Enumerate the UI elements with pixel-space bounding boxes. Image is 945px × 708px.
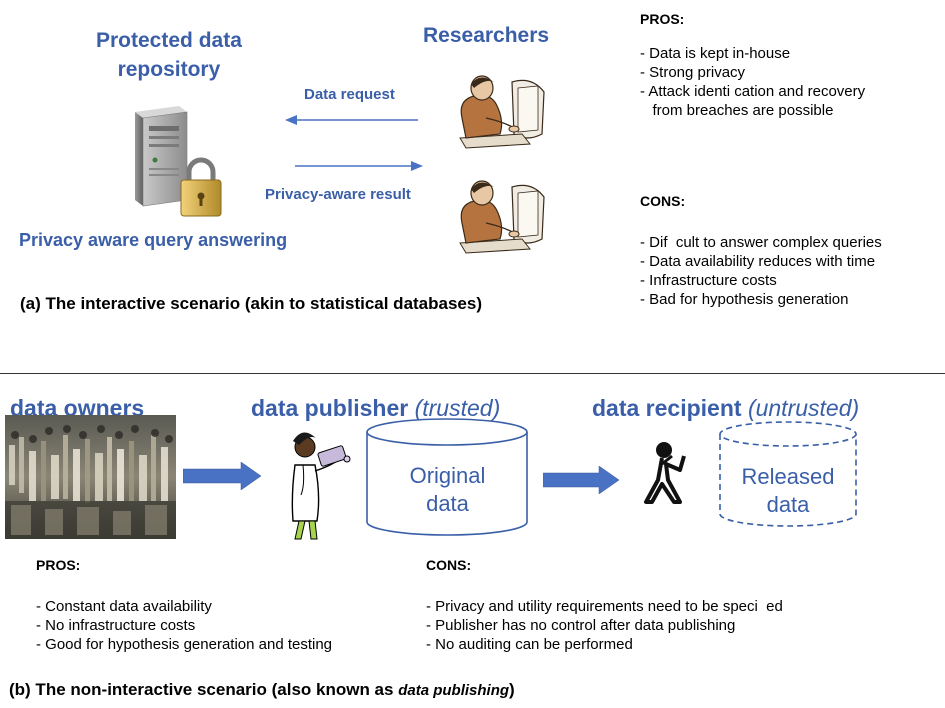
original-data-line1: Original xyxy=(409,463,486,488)
pros-b: PROS: - Constant data availability - No … xyxy=(36,556,332,654)
released-data-label: Released data xyxy=(718,463,858,519)
cons-a: CONS: - Dif cult to answer complex queri… xyxy=(640,192,882,309)
researchers-title: Researchers xyxy=(423,24,550,47)
repository-title-line2: repository xyxy=(117,58,221,81)
recipient-label: data recipient xyxy=(592,395,742,421)
released-data-cylinder xyxy=(719,421,857,527)
server-lock-icon xyxy=(135,106,222,217)
recipient-icon xyxy=(644,442,686,504)
section-divider xyxy=(0,373,945,374)
caption-b-prefix: (b) The non-interactive scenario (also k… xyxy=(9,680,399,699)
privacy-result-label: Privacy-aware result xyxy=(265,186,411,203)
result-arrow xyxy=(295,161,423,171)
caption-b-italic: data publishing xyxy=(398,682,510,699)
crowd-photo xyxy=(5,415,176,539)
recipient-heading: data recipient (untrusted) xyxy=(592,395,859,422)
pros-a-item: - Attack identi cation and recovery xyxy=(640,83,866,100)
pros-a-header: PROS: xyxy=(640,11,685,27)
researcher-icon xyxy=(459,180,545,254)
released-data-line2: data xyxy=(766,492,810,517)
pros-b-header: PROS: xyxy=(36,557,81,573)
recipient-note: (untrusted) xyxy=(747,395,860,421)
cons-a-item: - Infrastructure costs xyxy=(640,272,777,289)
pros-b-item: - No infrastructure costs xyxy=(36,617,196,634)
publisher-to-recipient-arrow xyxy=(543,466,620,494)
cons-b: CONS: - Privacy and utility requirements… xyxy=(426,556,783,654)
owners-to-publisher-arrow xyxy=(183,462,262,490)
cons-a-header: CONS: xyxy=(640,193,686,209)
original-data-line2: data xyxy=(426,491,469,516)
repository-title: Protected data repository xyxy=(96,27,242,83)
publisher-label: data publisher xyxy=(251,395,409,421)
released-data-line1: Released xyxy=(741,464,835,489)
pros-a-item: - Strong privacy xyxy=(640,64,746,81)
pros-b-item: - Good for hypothesis generation and tes… xyxy=(36,636,333,653)
publisher-note: (trusted) xyxy=(414,395,501,421)
cons-a-item: - Dif cult to answer complex queries xyxy=(640,234,882,251)
request-arrow xyxy=(285,115,418,125)
original-data-label: Original data xyxy=(365,462,530,518)
caption-b-suffix: ) xyxy=(509,680,515,699)
original-data-cylinder xyxy=(366,418,528,536)
cons-b-header: CONS: xyxy=(426,557,472,573)
cons-b-item: - Privacy and utility requirements need … xyxy=(426,598,783,615)
cons-b-item: - No auditing can be performed xyxy=(426,636,633,653)
cons-a-item: - Data availability reduces with time xyxy=(640,253,876,270)
doctor-icon xyxy=(291,432,351,540)
caption-b: (b) The non-interactive scenario (also k… xyxy=(9,680,515,700)
pros-a-item: from breaches are possible xyxy=(640,102,834,119)
cons-a-item: - Bad for hypothesis generation xyxy=(640,291,849,308)
repository-title-line1: Protected data xyxy=(96,29,242,52)
publisher-heading: data publisher (trusted) xyxy=(251,395,500,422)
pros-a-item: - Data is kept in-house xyxy=(640,45,791,62)
pros-b-item: - Constant data availability xyxy=(36,598,212,615)
researcher-icon xyxy=(459,75,545,149)
caption-a: (a) The interactive scenario (akin to st… xyxy=(20,294,482,313)
pros-a: PROS: - Data is kept in-house - Strong p… xyxy=(640,10,865,120)
data-request-label: Data request xyxy=(304,86,395,103)
cons-b-item: - Publisher has no control after data pu… xyxy=(426,617,736,634)
query-answering-label: Privacy aware query answering xyxy=(19,230,288,250)
